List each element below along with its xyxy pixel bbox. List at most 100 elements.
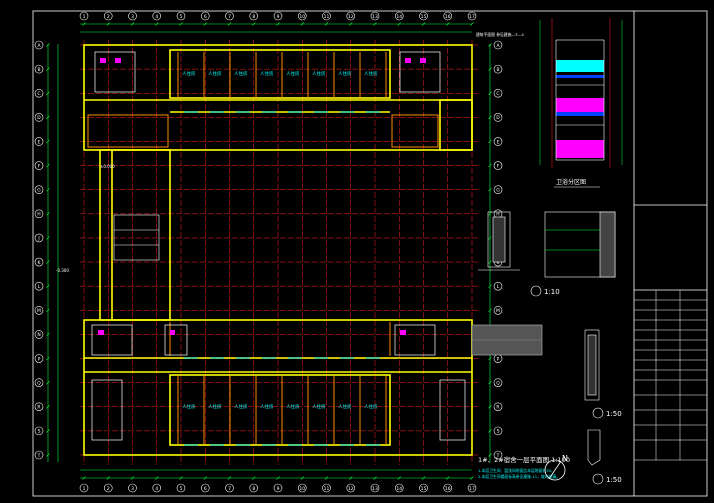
svg-text:L: L <box>38 284 41 290</box>
detail-scale-3: 1:50 <box>606 476 622 484</box>
axis-bubble-row: P <box>34 354 44 363</box>
svg-text:G: G <box>37 188 41 194</box>
elev-zero: ±0.000 <box>100 164 115 169</box>
axis-bubble-row: K <box>34 257 44 267</box>
room-label: 人住房 <box>312 403 326 410</box>
svg-text:14: 14 <box>396 486 402 492</box>
axis-bubble-row: S <box>34 426 44 436</box>
svg-text:P: P <box>497 356 500 362</box>
svg-text:16: 16 <box>445 14 451 20</box>
svg-text:C: C <box>37 91 40 97</box>
top-right-note: 建筑平面图 参见建施—3—4 <box>476 32 524 37</box>
detail-2-bubble <box>592 407 604 419</box>
svg-text:5: 5 <box>180 14 183 20</box>
svg-text:T: T <box>496 453 500 459</box>
svg-text:B: B <box>496 67 499 73</box>
svg-text:1: 1 <box>83 14 86 20</box>
axis-bubble-row: B <box>493 64 503 74</box>
svg-text:14: 14 <box>396 14 402 20</box>
dimension-ticks <box>46 22 492 480</box>
window-marks <box>184 111 380 446</box>
svg-text:12: 12 <box>348 14 354 20</box>
axis-bubble-col: 12 <box>346 483 356 493</box>
room-partitions <box>87 52 439 444</box>
svg-text:D: D <box>496 115 500 121</box>
axis-bubble-row: C <box>493 88 503 98</box>
north-arrow: N <box>544 454 568 481</box>
svg-text:7: 7 <box>228 14 231 20</box>
fixture-marks <box>98 58 426 335</box>
svg-text:E: E <box>497 139 500 145</box>
svg-text:R: R <box>37 405 40 411</box>
svg-text:R: R <box>496 405 499 411</box>
svg-text:6: 6 <box>204 486 207 492</box>
svg-text:3: 3 <box>131 14 134 20</box>
axis-bubble-row: G <box>34 185 44 195</box>
axis-bubble-col: 2 <box>103 11 113 21</box>
svg-text:Q: Q <box>496 380 500 386</box>
room-label: 人住房 <box>364 403 378 410</box>
svg-text:10: 10 <box>299 14 305 20</box>
axis-bubble-col: 15 <box>419 11 428 21</box>
axis-bubble-col: 8 <box>249 483 259 493</box>
axis-bubble-col: 3 <box>128 11 137 21</box>
axis-bubble-col: 7 <box>225 483 234 493</box>
svg-text:4: 4 <box>155 486 158 492</box>
svg-text:F: F <box>38 163 41 169</box>
detail-1 <box>478 211 616 278</box>
axis-bubble-col: 4 <box>152 11 162 21</box>
room-label: 人住房 <box>182 70 196 77</box>
plan-note-2: 2.本层卫生间楼面标高参见建施-11，坡向地漏。 <box>478 474 560 479</box>
axis-bubble-row: D <box>34 113 44 122</box>
axis-bubble-col: 16 <box>443 483 453 493</box>
axis-bubble-row: T <box>34 450 44 460</box>
svg-text:5: 5 <box>180 486 183 492</box>
axis-bubble-row: E <box>493 137 503 146</box>
axis-bubble-col: 17 <box>467 483 477 493</box>
room-label: 人住房 <box>234 70 248 77</box>
room-label: 人住房 <box>364 70 378 77</box>
axis-bubble-col: 6 <box>200 483 210 493</box>
svg-text:E: E <box>38 139 41 145</box>
axis-bubble-col: 11 <box>322 11 331 21</box>
axis-bubble-row: H <box>34 209 44 219</box>
svg-text:3: 3 <box>131 486 134 492</box>
axis-bubble-row: F <box>493 161 503 170</box>
svg-text:8: 8 <box>252 14 255 20</box>
axis-bubble-col: 16 <box>443 11 453 21</box>
elev-neg: -0.300 <box>56 268 69 273</box>
axis-bubble-col: 10 <box>297 11 307 21</box>
axis-bubble-col: 14 <box>394 11 404 21</box>
axis-bubble-row: A <box>34 40 44 50</box>
svg-text:G: G <box>496 188 500 194</box>
axis-bubble-row: M <box>34 305 44 315</box>
axis-bubble-row: P <box>493 354 503 363</box>
svg-text:17: 17 <box>469 14 475 20</box>
detail-1-bubble <box>530 285 542 297</box>
room-label: 人住房 <box>338 403 352 410</box>
svg-text:1: 1 <box>83 486 86 492</box>
svg-text:10: 10 <box>299 486 305 492</box>
svg-text:D: D <box>37 115 41 121</box>
dimension-lines <box>47 23 491 479</box>
axis-bubble-col: 12 <box>346 11 356 21</box>
axis-bubble-row: A <box>493 40 503 50</box>
axis-bubble-row: G <box>493 185 503 195</box>
room-label: 人住房 <box>260 70 274 77</box>
svg-text:13: 13 <box>372 14 378 20</box>
room-labels: 人住房人住房人住房人住房人住房人住房人住房人住房人住房人住房人住房人住房人住房人… <box>182 70 378 410</box>
axis-bubble-col: 5 <box>176 11 186 21</box>
room-label: 人住房 <box>338 70 352 77</box>
axis-bubble-row: M <box>493 305 503 315</box>
room-label: 人住房 <box>234 403 248 410</box>
axis-bubble-row: H <box>493 209 503 219</box>
room-label: 人住房 <box>182 403 196 410</box>
svg-text:9: 9 <box>277 14 280 20</box>
axis-bubble-row: R <box>493 402 503 412</box>
detail-2 <box>584 329 600 401</box>
svg-text:P: P <box>38 356 41 362</box>
room-label: 人住房 <box>208 403 222 410</box>
axis-bubble-row: Q <box>34 378 44 387</box>
wet-area-section: 卫浴分区图 <box>539 18 623 188</box>
